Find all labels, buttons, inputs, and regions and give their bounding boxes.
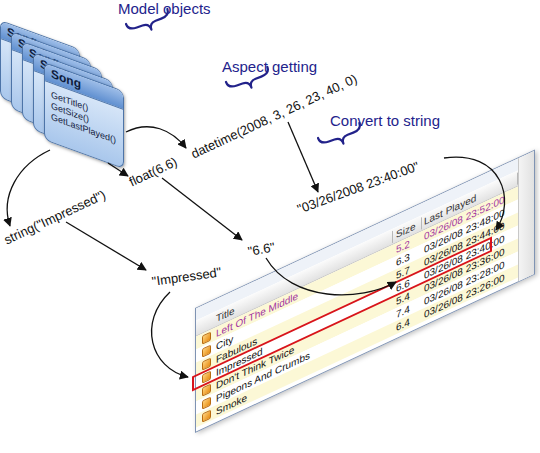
value-text: string("Impressed")	[2, 187, 109, 248]
flow-arrow	[126, 127, 186, 148]
flow-arrow	[162, 178, 242, 240]
stage-heading: Convert to string	[330, 113, 440, 129]
value-text: "6.6"	[247, 239, 277, 259]
value-text: float(6.6)	[127, 154, 180, 190]
flow-arrow	[152, 292, 188, 377]
flow-arrow	[288, 122, 318, 192]
value-text: "Impressed"	[151, 264, 222, 290]
column-separator	[421, 217, 422, 229]
value-text: "03/26/2008 23:40:00"	[295, 159, 421, 218]
class-card: SongGetTitle()GetSize()GetLastPlayed()	[44, 62, 124, 169]
stage-heading: Aspect getting	[222, 59, 317, 75]
scrollbar	[518, 151, 534, 281]
column-separator	[392, 231, 393, 243]
stage-heading: Model objects	[118, 1, 211, 17]
flow-arrow	[66, 222, 146, 270]
